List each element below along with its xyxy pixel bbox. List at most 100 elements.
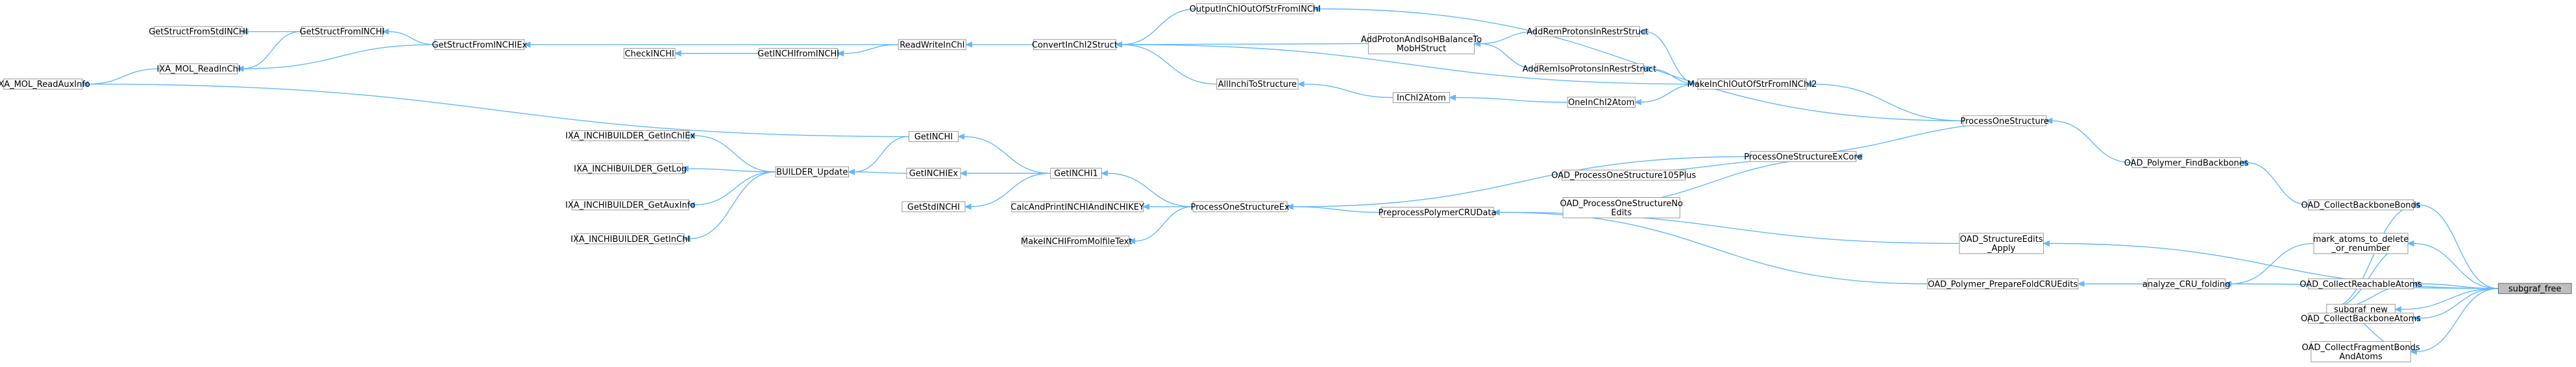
edge-MakeInChIOutOfStrFromINChI2-to-OneInChI2Atom: [1634, 83, 1698, 106]
node-ConvertInChI2Struct[interactable]: ConvertInChI2Struct: [1032, 39, 1118, 50]
node-GetINCHIEx[interactable]: GetINCHIEx: [906, 167, 961, 179]
node-OAD_Polymer_PrepareFoldCRUEdits[interactable]: OAD_Polymer_PrepareFoldCRUEdits: [1927, 278, 2079, 289]
node-ProcessOneStructure[interactable]: ProcessOneStructure: [1961, 115, 2049, 126]
node-label: OAD_CollectFragmentBonds: [2301, 343, 2420, 353]
node-GetINCHI[interactable]: GetINCHI: [908, 131, 959, 142]
edge-line: [1640, 83, 1698, 103]
edges-layer: [81, 5, 2499, 355]
node-label: OAD_ProcessOneStructure105Plus: [1551, 171, 1696, 181]
edge-arrowhead: [1492, 209, 1500, 216]
node-OAD_ProcessOneStructure105Plus[interactable]: OAD_ProcessOneStructure105Plus: [1551, 169, 1696, 181]
node-label: subgraf_new: [2334, 305, 2388, 315]
edge-ReadWriteInChI-to-GetStructFromINCHIEx: [523, 41, 899, 48]
node-box: [623, 48, 676, 59]
node-IXA_INCHIBUILDER_GetInChIEx[interactable]: IXA_INCHIBUILDER_GetInChIEx: [565, 130, 695, 141]
edge-ProcessOneStructureEx-to-MakeINCHIFromMolfileText: [1128, 206, 1194, 244]
node-box: [1011, 201, 1144, 213]
node-OAD_CollectBackboneBonds[interactable]: OAD_CollectBackboneBonds: [2301, 199, 2421, 211]
edge-line: [1121, 8, 1197, 45]
node-OAD_CollectReachableAtoms[interactable]: OAD_CollectReachableAtoms: [2300, 278, 2422, 289]
node-mark_atoms_to_delete_or_renumber[interactable]: mark_atoms_to_delete_or_renumber: [2313, 233, 2409, 254]
edge-GetINCHIEx-to-BUILDER_Update: [848, 169, 907, 175]
edge-arrowhead: [2407, 240, 2414, 247]
node-OAD_Polymer_FindBackbones[interactable]: OAD_Polymer_FindBackbones: [2124, 157, 2249, 168]
node-label: IXA_INCHIBUILDER_GetInChIEx: [565, 132, 695, 141]
node-ReadWriteInChI[interactable]: ReadWriteInChI: [898, 39, 966, 51]
edge-arrowhead: [1312, 5, 1320, 12]
edge-BUILDER_Update-to-IXA_INCHIBUILDER_GetInChI: [683, 171, 776, 243]
edge-arrowhead: [1473, 40, 1481, 47]
edge-arrowhead: [1286, 204, 1294, 210]
edge-line: [689, 171, 776, 239]
node-box: [1750, 151, 1857, 162]
node-GetStructFromINCHI[interactable]: GetStructFromINCHI: [300, 26, 385, 37]
node-box: [1192, 201, 1288, 213]
edge-line: [1292, 156, 1750, 207]
node-IXA_MOL_ReadInChI[interactable]: IXA_MOL_ReadInChI: [157, 63, 241, 75]
node-GetStdINCHI[interactable]: GetStdINCHI: [902, 201, 966, 212]
node-IXA_INCHIBUILDER_GetAuxInfo[interactable]: IXA_INCHIBUILDER_GetAuxInfo: [565, 199, 695, 211]
node-box: [775, 166, 850, 178]
node-label: MobHStruct: [1397, 44, 1446, 54]
node-CalcAndPrintINCHIAndINCHIKEY[interactable]: CalcAndPrintINCHIAndINCHIKEY: [1011, 201, 1144, 213]
node-IXA_INCHIBUILDER_GetLog[interactable]: IXA_INCHIBUILDER_GetLog: [574, 163, 687, 174]
node-label: AddProtonAndIsoHBalanceTo: [1361, 35, 1482, 45]
node-IXA_MOL_ReadAuxInfo[interactable]: IXA_MOL_ReadAuxInfo: [0, 78, 90, 89]
node-label: GetINCHI: [914, 132, 953, 142]
node-CheckINCHI[interactable]: CheckINCHI: [623, 48, 676, 59]
node-box: [2308, 199, 2414, 211]
node-analyze_CRU_folding[interactable]: analyze_CRU_folding: [2142, 278, 2230, 289]
edge-arrowhead: [2410, 348, 2417, 355]
node-MakeInChIOutOfStrFromINChI2[interactable]: MakeInChIOutOfStrFromINChI2: [1687, 78, 1817, 90]
node-GetStructFromStdINCHI[interactable]: GetStructFromStdINCHI: [149, 26, 248, 37]
node-BUILDER_Update[interactable]: BUILDER_Update: [775, 166, 850, 178]
node-GetINCHIfromINCHI[interactable]: GetINCHIfromINCHI: [757, 48, 839, 59]
edge-line: [1499, 211, 1928, 285]
edge-subgraf_free-to-OAD_CollectFragmentBondsAndAtoms: [2410, 288, 2499, 355]
edge-arrowhead: [1142, 204, 1149, 210]
edge-line: [1121, 43, 1369, 45]
node-GetStructFromINCHIEx[interactable]: GetStructFromINCHIEx: [432, 39, 528, 50]
edge-ConvertInChI2Struct-to-ReadWriteInChI: [965, 41, 1034, 48]
edge-MakeInChIOutOfStrFromINChI2-to-AddRemProtonsInRestrStruct: [1639, 28, 1698, 85]
node-box: [898, 39, 966, 51]
node-OAD_StructureEdits_Apply[interactable]: OAD_StructureEdits_Apply: [1959, 233, 2044, 254]
edge-arrowhead: [2042, 240, 2050, 247]
node-box: [576, 233, 685, 244]
node-AddRemIsoProtonsInRestrStruct[interactable]: AddRemIsoProtonsInRestrStruct: [1523, 63, 1656, 75]
node-box: [1368, 33, 1475, 54]
node-subgraf_free[interactable]: subgraf_free: [2497, 283, 2572, 294]
edge-line: [2230, 243, 2314, 285]
node-box: [1963, 115, 2047, 126]
node-ProcessOneStructureExCore[interactable]: ProcessOneStructureExCore: [1744, 151, 1862, 162]
node-InChI2Atom[interactable]: InChI2Atom: [1392, 92, 1451, 103]
node-OutputInChIOutOfStrFromINChI[interactable]: OutputInChIOutOfStrFromINChI: [1190, 3, 1321, 14]
node-IXA_INCHIBUILDER_GetInChI[interactable]: IXA_INCHIBUILDER_GetInChI: [570, 233, 690, 244]
node-label: CalcAndPrintINCHIAndINCHIKEY: [1011, 202, 1144, 212]
edge-arrowhead: [964, 204, 972, 210]
edge-arrowhead: [241, 28, 249, 35]
node-AddRemProtonsInRestrStruct[interactable]: AddRemProtonsInRestrStruct: [1527, 26, 1649, 37]
node-OneInChI2Atom[interactable]: OneInChI2Atom: [1567, 97, 1636, 108]
node-label: OneInChI2Atom: [1568, 98, 1634, 108]
node-PreprocessPolymerCRUData[interactable]: PreprocessPolymerCRUData: [1379, 207, 1497, 218]
node-label: InChI2Atom: [1397, 93, 1446, 103]
node-OAD_CollectBackboneAtoms[interactable]: OAD_CollectBackboneAtoms: [2301, 313, 2421, 324]
edge-ProcessOneStructureEx-to-GetINCHI1: [1101, 170, 1194, 207]
node-label: OAD_ProcessOneStructureNo: [1560, 199, 1683, 209]
edge-line: [87, 68, 160, 85]
node-label: AllInchiToStructure: [1218, 80, 1297, 89]
node-subgraf_new[interactable]: subgraf_new: [2326, 303, 2396, 315]
node-GetINCHI1[interactable]: GetINCHI1: [1050, 167, 1102, 179]
node-label: IXA_MOL_ReadAuxInfo: [0, 80, 90, 89]
node-ProcessOneStructureEx[interactable]: ProcessOneStructureEx: [1191, 201, 1290, 213]
edge-line: [694, 135, 776, 172]
node-box: [1697, 78, 1807, 90]
node-box: [571, 199, 689, 211]
node-AllInchiToStructure[interactable]: AllInchiToStructure: [1216, 78, 1299, 89]
node-MakeINCHIFromMolfileText[interactable]: MakeINCHIFromMolfileText: [1021, 235, 1133, 246]
edge-line: [2048, 243, 2499, 289]
